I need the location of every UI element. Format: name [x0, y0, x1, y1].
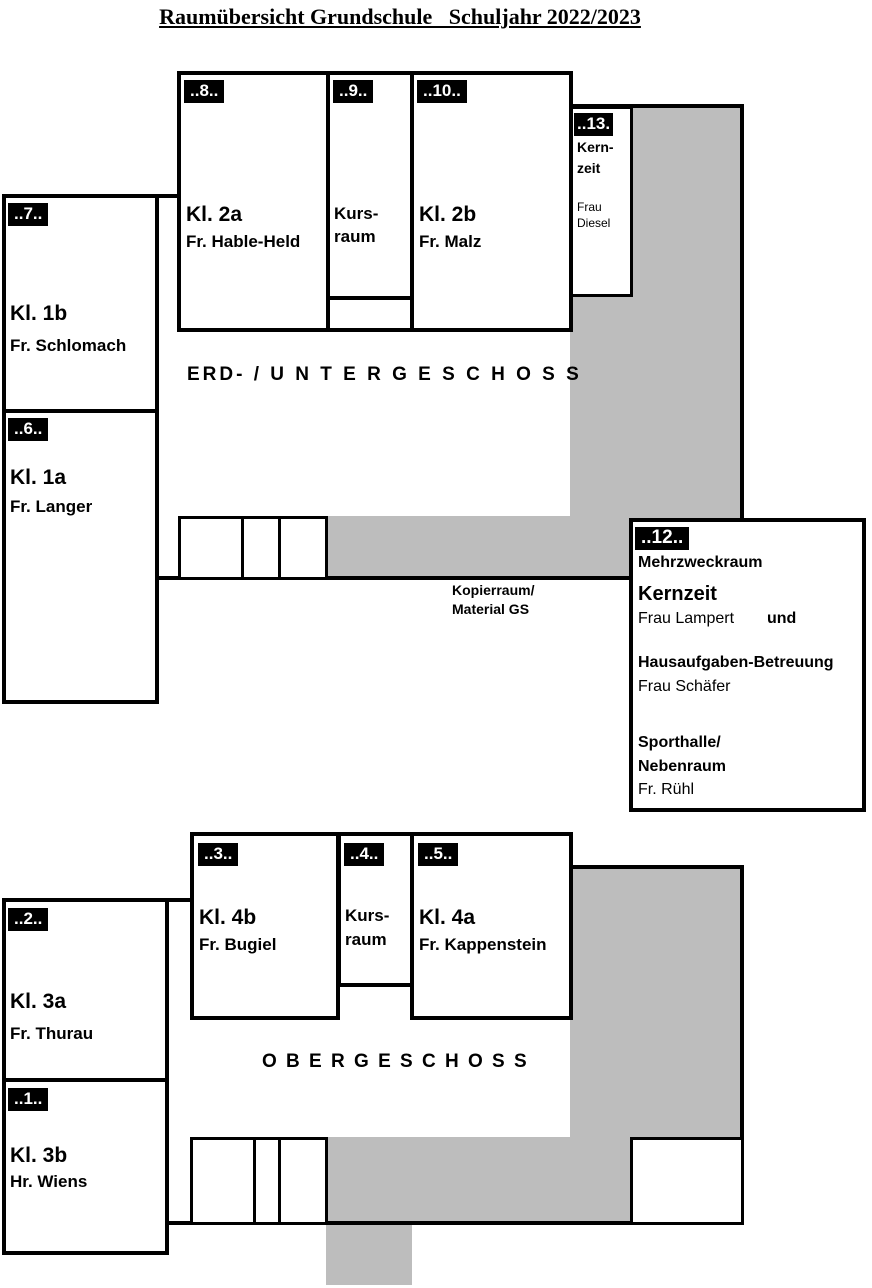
room-3 — [190, 832, 340, 1020]
room-number: ..10.. — [417, 80, 467, 103]
class-label: Kl. 4a — [419, 906, 476, 929]
teacher-label: Fr. Hable-Held — [186, 232, 301, 251]
teacher-label: Frau Lampert — [638, 610, 735, 627]
room-label: Mehrzweckraum — [638, 554, 763, 571]
room-label: und — [767, 610, 797, 627]
wall — [155, 576, 633, 580]
room-number: ..1.. — [8, 1088, 49, 1111]
room-9-storage — [326, 296, 414, 332]
room-number: ..12.. — [635, 527, 690, 550]
wall — [155, 194, 181, 198]
room-number: ..3.. — [198, 843, 239, 866]
floor-name: ERD- / U N T E R G E S C H O S S — [187, 364, 582, 385]
room-number: ..4.. — [344, 843, 385, 866]
room-6 — [2, 409, 159, 704]
wall — [570, 865, 744, 869]
room-label: raum — [334, 227, 376, 246]
teacher-label: Fr. Langer — [10, 497, 93, 516]
class-label: Kl. 2b — [419, 203, 477, 226]
wall — [740, 865, 744, 1225]
room-label: Nebenraum — [638, 758, 727, 775]
class-label: Kl. 4b — [199, 906, 257, 929]
room-label: Hausaufgaben-Betreuung — [638, 654, 834, 671]
room-13 — [570, 106, 633, 297]
room-number: ..9.. — [333, 80, 374, 103]
room-label: zeit — [577, 160, 601, 176]
teacher-label: Fr. Rühl — [638, 781, 695, 798]
room-label: Kurs- — [345, 906, 390, 925]
teacher-label: Diesel — [577, 216, 611, 230]
floor-name: O B E R G E S C H O S S — [262, 1051, 529, 1072]
teacher-label: Fr. Malz — [419, 232, 482, 251]
room-number: ..7.. — [8, 203, 49, 226]
copy-room-label: Kopierraum/ — [452, 582, 535, 598]
room-label: Sporthalle/ — [638, 734, 721, 751]
small-room — [178, 516, 244, 580]
wall — [165, 898, 193, 902]
room-number: ..8.. — [184, 80, 225, 103]
teacher-label: Fr. Schlomach — [10, 336, 127, 355]
room-number: ..13. — [574, 113, 614, 136]
room-9 — [326, 71, 414, 300]
small-room-right — [630, 1137, 744, 1225]
room-number: ..6.. — [8, 418, 49, 441]
class-label: Kl. 3b — [10, 1144, 68, 1167]
teacher-label: Fr. Bugiel — [199, 935, 277, 954]
copy-room-label: Material GS — [452, 601, 530, 617]
room-label: Kernzeit — [638, 583, 717, 605]
teacher-label: Fr. Thurau — [10, 1024, 94, 1043]
room-8 — [177, 71, 330, 332]
page-title: Raumübersicht Grundschule Schuljahr 2022… — [159, 4, 641, 29]
small-room — [253, 1137, 281, 1225]
ground-corridor-gray — [326, 516, 630, 580]
room-12 — [629, 518, 866, 812]
room-7 — [2, 194, 159, 413]
teacher-label: Frau — [577, 200, 602, 214]
room-number: ..2.. — [8, 908, 49, 931]
small-room — [278, 516, 328, 580]
teacher-label: Frau Schäfer — [638, 678, 731, 695]
class-label: Kl. 1b — [10, 302, 68, 325]
room-label: raum — [345, 930, 387, 949]
small-room — [190, 1137, 256, 1225]
room-label: Kern- — [577, 139, 614, 155]
stair-gray — [326, 1137, 412, 1285]
class-label: Kl. 1a — [10, 466, 67, 489]
class-label: Kl. 2a — [186, 203, 243, 226]
wall — [570, 104, 744, 108]
room-number: ..5.. — [418, 843, 459, 866]
small-room — [278, 1137, 328, 1225]
room-label: Kurs- — [334, 204, 379, 223]
room-10 — [410, 71, 573, 332]
teacher-label: Fr. Kappenstein — [419, 935, 547, 954]
teacher-label: Hr. Wiens — [10, 1172, 88, 1191]
wall — [740, 104, 744, 522]
class-label: Kl. 3a — [10, 990, 67, 1013]
wall — [165, 1221, 744, 1225]
small-room — [241, 516, 281, 580]
